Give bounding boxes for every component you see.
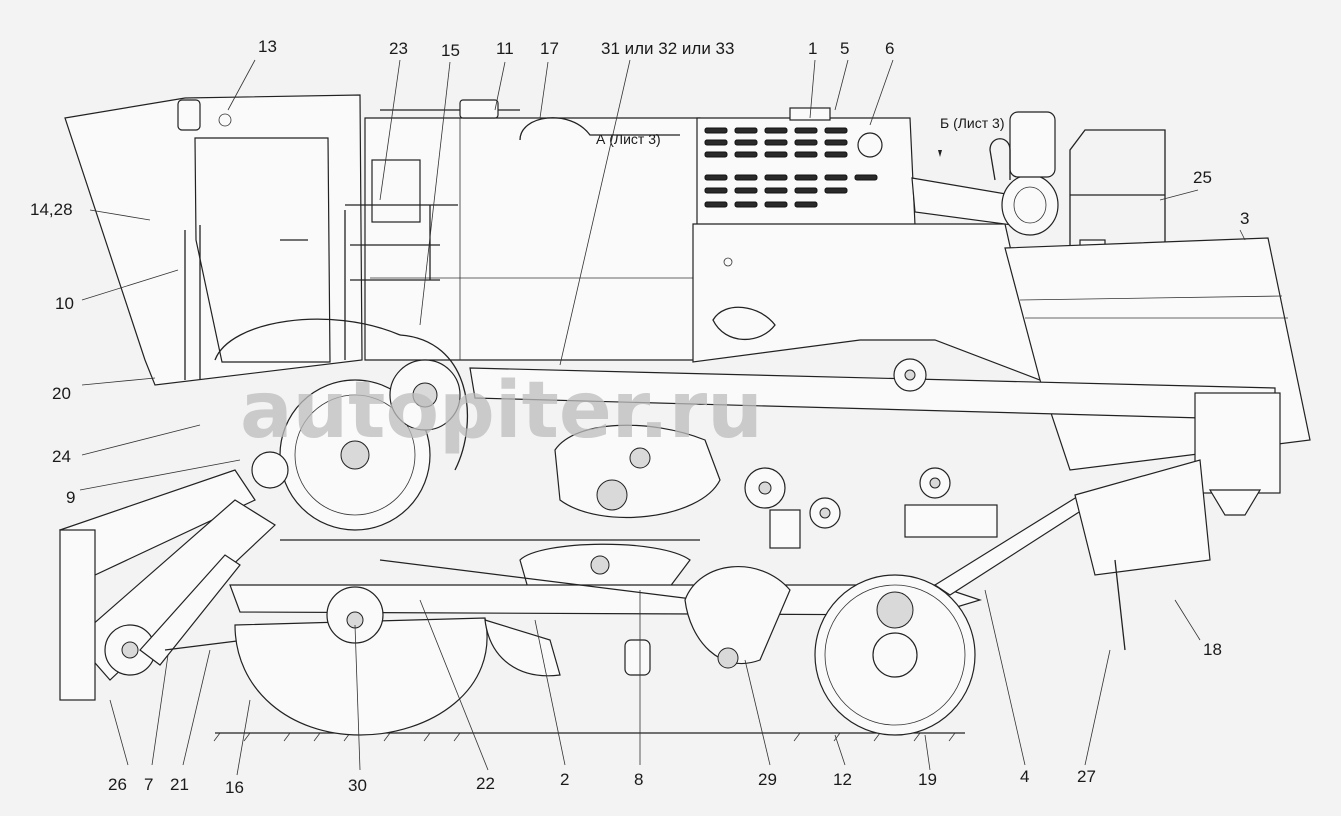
arrow-down-icon [938, 150, 942, 157]
label-11: 11 [496, 39, 514, 58]
ground-line [213, 732, 965, 742]
label-27: 27 [1077, 767, 1096, 786]
label-9: 9 [66, 488, 75, 507]
label-15: 15 [441, 41, 460, 60]
main-frame [229, 459, 1211, 651]
label-31-32-33: 31 или 32 или 33 [601, 39, 734, 58]
label-17: 17 [540, 39, 559, 58]
engine-compartment [696, 107, 916, 226]
label-12: 12 [833, 770, 852, 789]
label-29: 29 [758, 770, 777, 789]
label-16: 16 [225, 778, 244, 797]
label-20: 20 [52, 384, 71, 403]
label-6: 6 [885, 39, 894, 58]
operator-cab [64, 94, 363, 386]
unloading-auger [469, 367, 1281, 516]
front-wheel [234, 586, 561, 736]
view-a-label: А (Лист 3) [596, 131, 661, 147]
label-14-28: 14,28 [30, 200, 73, 219]
side-panel [692, 223, 1041, 381]
label-5: 5 [840, 39, 849, 58]
label-21: 21 [170, 775, 189, 794]
label-1: 1 [808, 39, 817, 58]
label-23: 23 [389, 39, 408, 58]
header-feeder [59, 469, 276, 701]
rear-wheel [814, 574, 976, 736]
pulleys [744, 358, 998, 549]
label-10: 10 [55, 294, 74, 313]
leader-lines [79, 59, 1246, 776]
label-22: 22 [476, 774, 495, 793]
label-3: 3 [1240, 209, 1249, 228]
rear-railing [1069, 129, 1166, 257]
label-25: 25 [1193, 168, 1212, 187]
label-7: 7 [144, 775, 153, 794]
watermark: autopiter.ru [240, 366, 763, 456]
threshing-drum [214, 318, 469, 531]
label-13: 13 [258, 37, 277, 56]
label-30: 30 [348, 776, 367, 795]
label-18: 18 [1203, 640, 1222, 659]
cab-ladder [344, 204, 458, 360]
label-26: 26 [108, 775, 127, 794]
rear-fender [624, 566, 791, 676]
label-24: 24 [52, 447, 71, 466]
view-callout-b: Б (Лист 3) [938, 115, 1005, 157]
view-b-label: Б (Лист 3) [940, 115, 1005, 131]
view-callout-a: А (Лист 3) [519, 117, 680, 147]
label-8: 8 [634, 770, 643, 789]
air-intake [911, 111, 1059, 236]
label-19: 19 [918, 770, 937, 789]
label-4: 4 [1020, 767, 1029, 786]
label-2: 2 [560, 770, 569, 789]
